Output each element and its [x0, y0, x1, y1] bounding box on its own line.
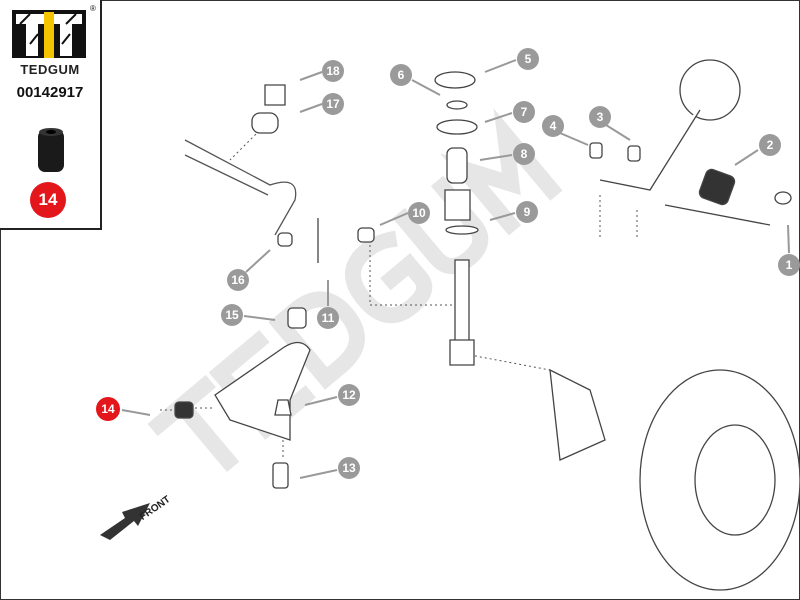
stabilizer-bar [184, 139, 297, 236]
part-3 [627, 145, 641, 162]
highlight-badge: 14 [30, 182, 66, 218]
part-9-spring [444, 189, 471, 221]
callout-16[interactable]: 16 [227, 269, 249, 291]
part-18 [264, 84, 286, 106]
callout-4[interactable]: 4 [542, 115, 564, 137]
callout-3[interactable]: 3 [589, 106, 611, 128]
callout-12[interactable]: 12 [338, 384, 360, 406]
registered-mark: ® [90, 4, 96, 13]
part-10 [357, 227, 375, 243]
callout-2[interactable]: 2 [759, 134, 781, 156]
callout-18[interactable]: 18 [322, 60, 344, 82]
callout-9[interactable]: 9 [516, 201, 538, 223]
part-12 [274, 399, 292, 416]
part-17 [251, 112, 279, 134]
steering-column [599, 109, 701, 191]
part-7 [436, 119, 478, 135]
knuckle [549, 368, 606, 461]
strut [449, 259, 475, 366]
tie-rod [664, 204, 771, 226]
part-8 [446, 147, 468, 184]
bushing-image [38, 128, 64, 172]
part-13 [272, 462, 289, 489]
callout-6[interactable]: 6 [390, 64, 412, 86]
steering-wheel [679, 59, 741, 121]
brand-name: TEDGUM [20, 62, 80, 77]
callout-1[interactable]: 1 [778, 254, 800, 276]
callout-17[interactable]: 17 [322, 93, 344, 115]
part-4 [589, 142, 603, 159]
tedgum-logo: ® [12, 4, 96, 58]
part-1 [774, 191, 792, 205]
callout-13[interactable]: 13 [338, 457, 360, 479]
part-15 [287, 307, 307, 329]
callout-14[interactable]: 14 [96, 397, 120, 421]
callout-7[interactable]: 7 [513, 101, 535, 123]
part-number: 00142917 [16, 84, 84, 101]
product-panel: ® TEDGUM 00142917 14 [0, 0, 102, 230]
part-5 [434, 71, 476, 89]
callout-15[interactable]: 15 [221, 304, 243, 326]
callout-10[interactable]: 10 [408, 202, 430, 224]
part-2 [698, 168, 736, 206]
watermark-graphic [147, 108, 563, 472]
part-6 [446, 100, 468, 110]
callout-8[interactable]: 8 [513, 143, 535, 165]
callout-11[interactable]: 11 [317, 307, 339, 329]
part-14 [174, 401, 194, 419]
callout-5[interactable]: 5 [517, 48, 539, 70]
front-arrow-icon [100, 503, 150, 540]
part-16 [277, 232, 293, 247]
